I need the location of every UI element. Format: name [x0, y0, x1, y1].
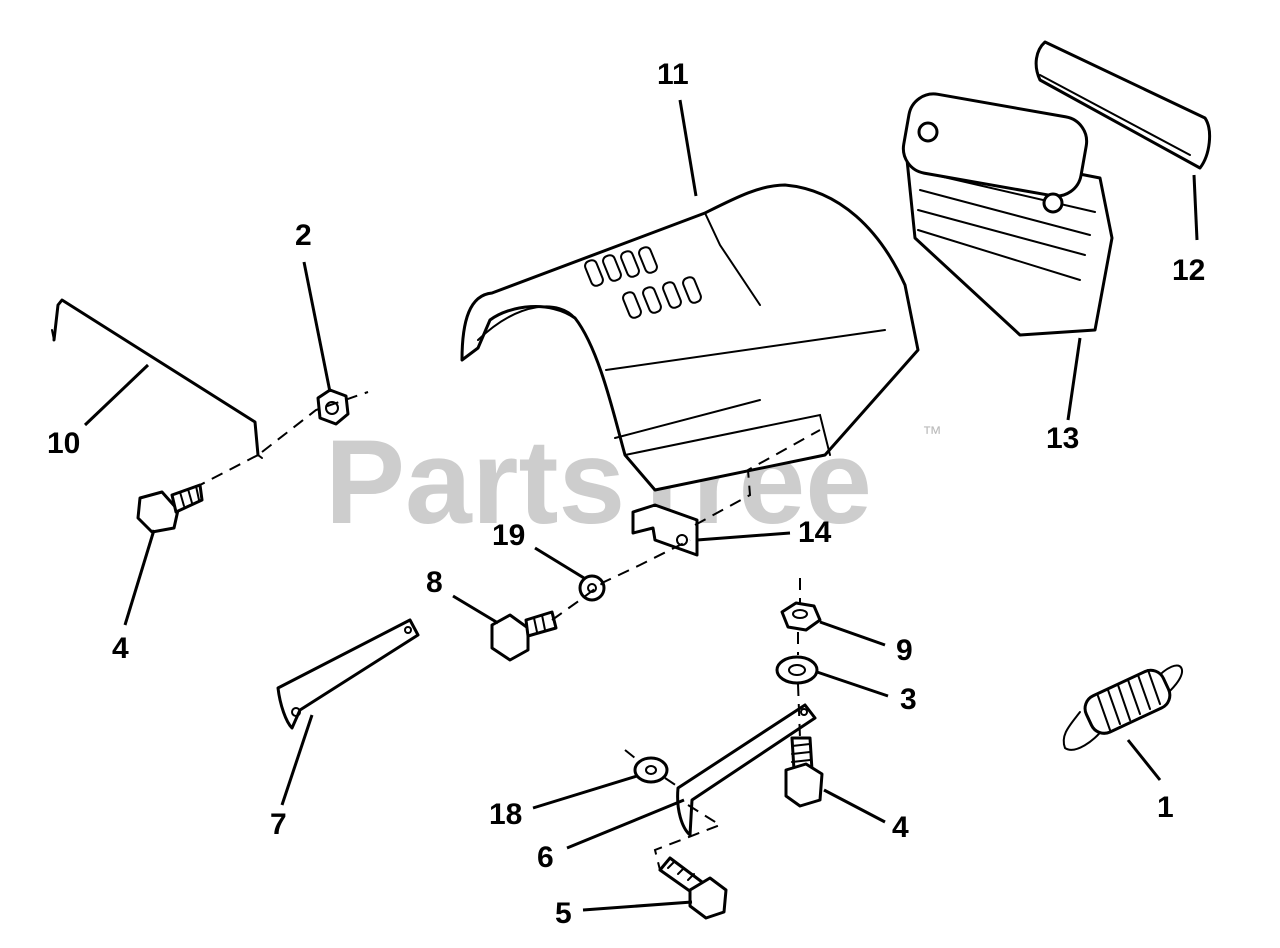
assembly-line-bracket	[551, 539, 691, 621]
part-8-bolt[interactable]	[490, 610, 558, 662]
part-13-grille[interactable]	[899, 90, 1114, 337]
assembly-line-hood-bracket	[694, 429, 821, 526]
callout-12: 12	[1172, 254, 1205, 287]
leader-lines	[83, 99, 1199, 912]
part-18-washer[interactable]	[633, 756, 669, 784]
callout-11: 11	[657, 58, 689, 91]
callout-1: 1	[1157, 791, 1174, 824]
part-19-star-washer[interactable]	[578, 574, 606, 602]
part-4-bolt-right[interactable]	[784, 736, 824, 808]
watermark-trademark: ™	[922, 423, 942, 445]
part-6-link[interactable]	[676, 703, 817, 837]
callout-19: 19	[492, 519, 525, 552]
part-5-pin-bolt[interactable]	[658, 856, 728, 920]
part-10-rod[interactable]	[51, 298, 263, 459]
callout-7: 7	[270, 808, 287, 841]
part-7-strap[interactable]	[276, 618, 420, 730]
callout-6: 6	[537, 841, 554, 874]
assembly-line-nut	[261, 391, 369, 453]
callout-10: 10	[47, 427, 80, 460]
part-11-hood[interactable]	[460, 183, 920, 492]
assembly-line-washer	[624, 749, 681, 789]
assembly-line-vertical	[797, 578, 801, 739]
callout-13: 13	[1046, 422, 1079, 455]
part-9-nut[interactable]	[780, 601, 822, 632]
callout-9: 9	[896, 634, 913, 667]
part-4-bolt-left[interactable]	[136, 483, 204, 534]
part-3-washer[interactable]	[775, 655, 819, 685]
callout-4-right: 4	[892, 811, 909, 844]
callout-5: 5	[555, 897, 572, 930]
hood-vents	[584, 246, 702, 319]
callout-18: 18	[489, 798, 522, 831]
part-12-lens[interactable]	[1034, 40, 1212, 170]
callout-2: 2	[295, 219, 312, 252]
part-1-spring[interactable]	[1062, 664, 1184, 751]
callout-14: 14	[798, 516, 832, 549]
part-2-nut[interactable]	[316, 388, 350, 426]
callout-8: 8	[426, 566, 443, 599]
callout-4-left: 4	[112, 632, 129, 665]
assembly-line-rod	[199, 454, 259, 486]
callout-3: 3	[900, 683, 917, 716]
